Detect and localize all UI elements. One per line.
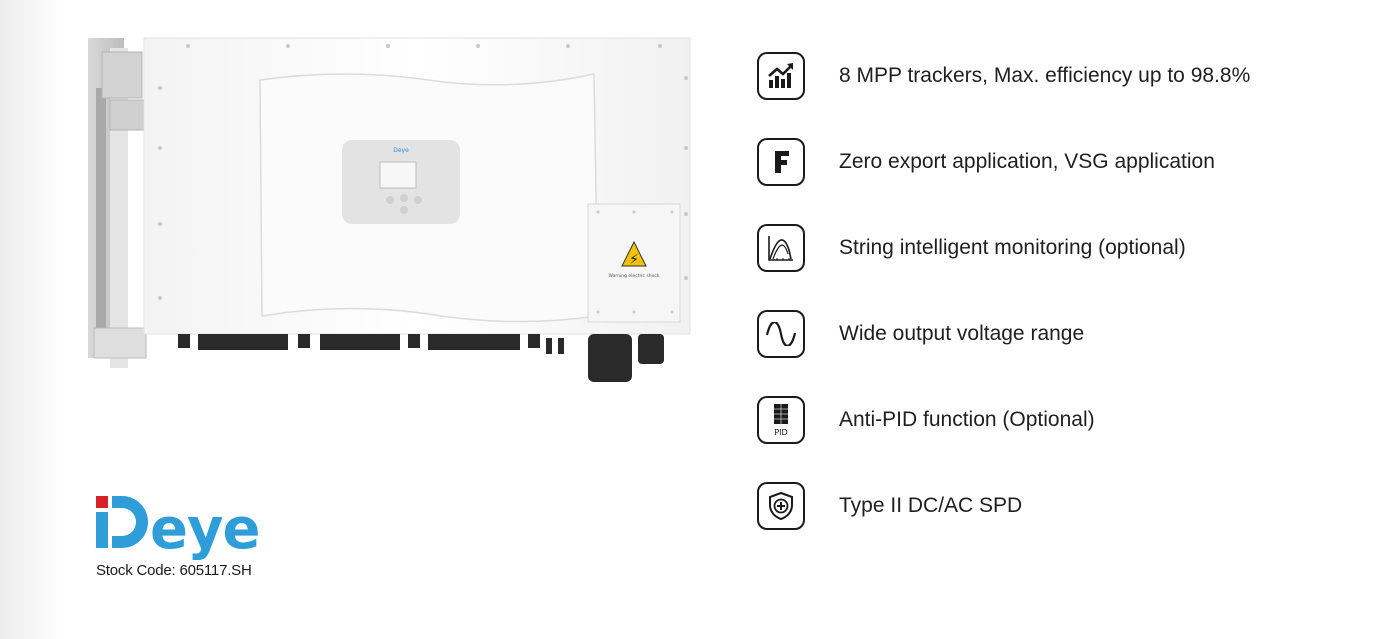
feature-text: Type II DC/AC SPD bbox=[839, 494, 1023, 517]
feature-item-string-monitoring: String intelligent monitoring (optional) bbox=[757, 222, 1186, 274]
feature-text: 8 MPP trackers, Max. efficiency up to 98… bbox=[839, 64, 1251, 87]
chart-trend-icon bbox=[757, 52, 805, 100]
sine-wave-icon bbox=[757, 310, 805, 358]
curve-monitor-icon bbox=[757, 224, 805, 272]
deye-logo-word: eye bbox=[96, 484, 276, 558]
inverter-image: Deye ⚡ Warning electric shock bbox=[88, 28, 698, 388]
feature-item-anti-pid: PID Anti-PID function (Optional) bbox=[757, 394, 1095, 446]
feature-text: Anti-PID function (Optional) bbox=[839, 408, 1095, 431]
screen-brand-label: Deye bbox=[393, 147, 409, 154]
feature-item-spd: Type II DC/AC SPD bbox=[757, 480, 1022, 532]
feature-item-zero-export: Zero export application, VSG application bbox=[757, 136, 1215, 188]
deye-logo: eye Stock Code: 605117.SH bbox=[96, 484, 276, 579]
pid-icon-label: PID bbox=[774, 428, 787, 437]
feature-item-voltage-range: Wide output voltage range bbox=[757, 308, 1084, 360]
stock-code: Stock Code: 605117.SH bbox=[96, 562, 252, 579]
logo-red-square bbox=[96, 496, 108, 508]
logo-text: eye bbox=[150, 497, 260, 562]
logo-letter-d bbox=[96, 496, 148, 548]
shield-plus-icon bbox=[757, 482, 805, 530]
letter-f-icon bbox=[757, 138, 805, 186]
warning-plate-label: Warning electric shock bbox=[609, 273, 660, 279]
solar-panel-pid-icon: PID bbox=[757, 396, 805, 444]
feature-item-mpp: 8 MPP trackers, Max. efficiency up to 98… bbox=[757, 50, 1250, 102]
left-edge-shadow bbox=[0, 0, 60, 639]
svg-text:⚡: ⚡ bbox=[629, 252, 639, 268]
feature-text: String intelligent monitoring (optional) bbox=[839, 236, 1186, 259]
feature-text: Zero export application, VSG application bbox=[839, 150, 1215, 173]
feature-text: Wide output voltage range bbox=[839, 322, 1085, 345]
